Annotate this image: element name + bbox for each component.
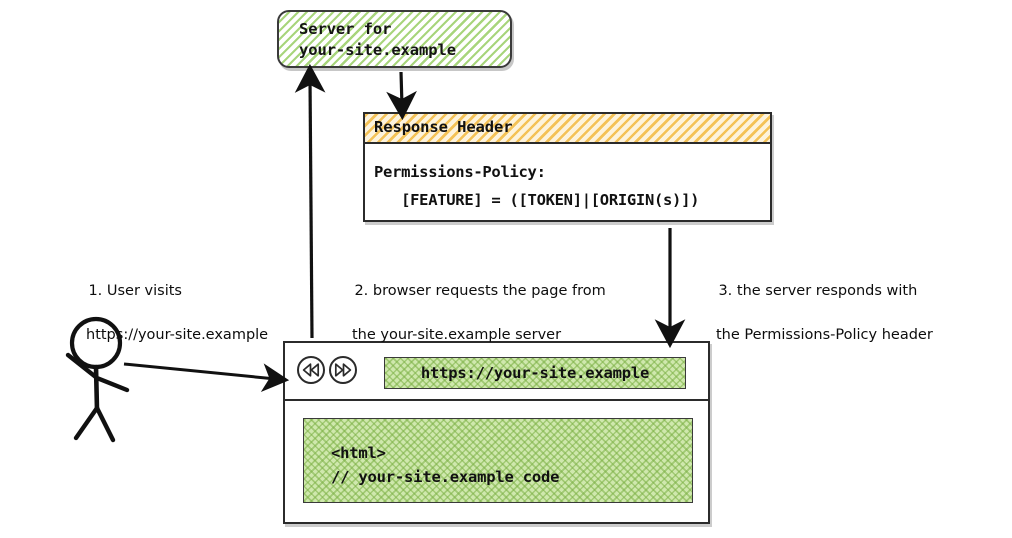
- response-header-title-band: [365, 114, 770, 144]
- server-box: [277, 10, 512, 68]
- browser-page-content: [303, 418, 693, 503]
- caption-step-1-line-1: 1. User visits: [88, 283, 182, 299]
- browser-forward-button[interactable]: [329, 356, 357, 384]
- caption-step-3-line-2: the Permissions-Policy header: [716, 327, 933, 343]
- caption-step-1: 1. User visits https://your-site.example: [70, 258, 268, 390]
- browser-back-button[interactable]: [297, 356, 325, 384]
- browser-url-bar[interactable]: https://your-site.example: [384, 357, 686, 389]
- response-header-title: Response Header: [374, 118, 513, 136]
- caption-step-2-line-2: the your-site.example server: [352, 327, 562, 343]
- server-label: Server for your-site.example: [299, 20, 456, 59]
- caption-step-1-line-2: https://your-site.example: [86, 327, 269, 343]
- rewind-double-triangle-left-icon: [302, 363, 320, 377]
- browser-chrome-divider: [285, 399, 708, 401]
- caption-step-2: 2. browser requests the page from the yo…: [336, 258, 606, 390]
- browser-url-text: https://your-site.example: [420, 364, 650, 382]
- browser-page-code: <html> // your-site.example code: [331, 444, 560, 486]
- caption-step-3: 3. the server responds with the Permissi…: [700, 258, 933, 390]
- arrow-server-to-response-header: [386, 71, 417, 121]
- arrow-browser-to-server: [294, 63, 326, 339]
- caption-step-2-line-1: 2. browser requests the page from: [354, 283, 606, 299]
- caption-step-3-line-1: 3. the server responds with: [718, 283, 918, 299]
- fastforward-double-triangle-right-icon: [334, 363, 352, 377]
- response-header-body: Permissions-Policy: [FEATURE] = ([TOKEN]…: [374, 163, 700, 209]
